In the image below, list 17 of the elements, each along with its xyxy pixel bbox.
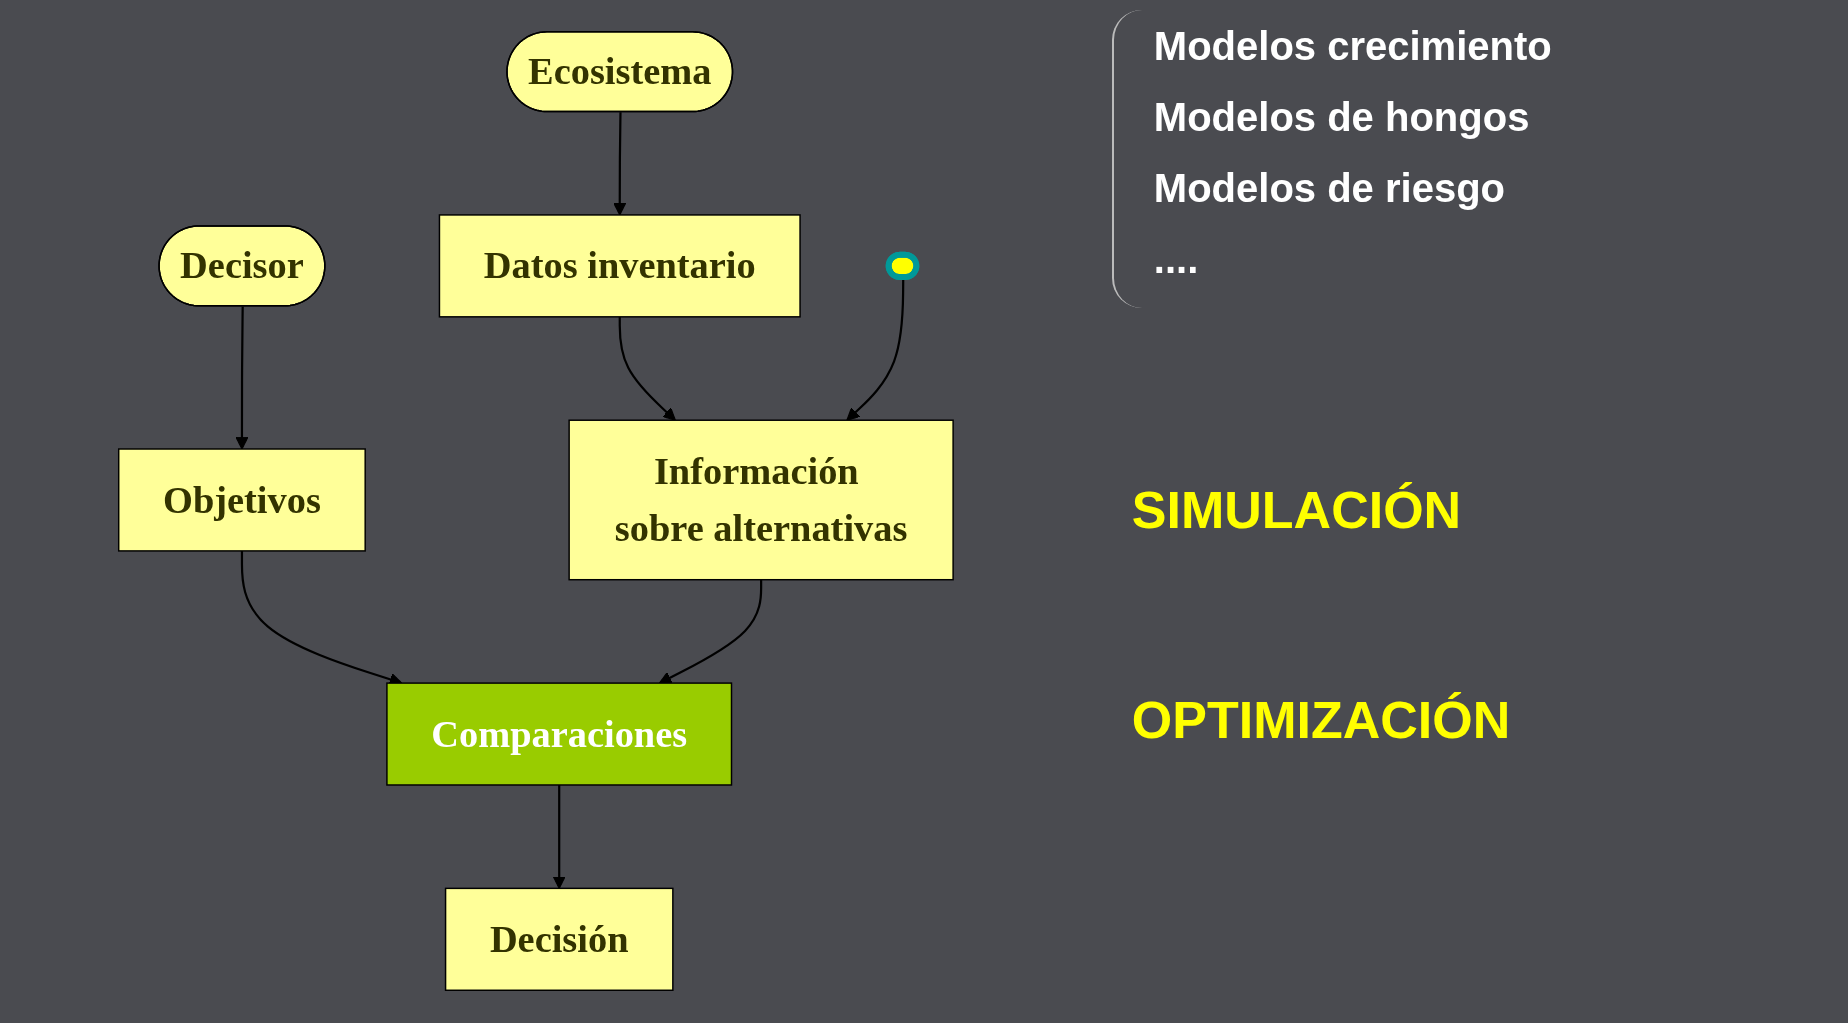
model-list-item: ....: [1153, 237, 1200, 282]
arrow: [613, 112, 627, 216]
node-box: Datos inventario: [438, 214, 801, 319]
arrow: [235, 306, 249, 451]
arrow: [618, 317, 676, 422]
stage-label: SIMULACIÓN: [1131, 480, 1462, 540]
node-box: Comparaciones: [386, 682, 733, 787]
model-list-item: Modelos de hongos: [1153, 95, 1531, 140]
arrow: [552, 785, 566, 890]
stage-label: OPTIMIZACIÓN: [1131, 690, 1511, 750]
model-list-item: Modelos de riesgo: [1153, 166, 1506, 211]
node-box: Decisión: [444, 888, 674, 992]
node-box: Objetivos: [118, 448, 366, 553]
node-box: Información sobre alternativas: [568, 419, 954, 581]
model-list-item: Modelos crecimiento: [1153, 24, 1552, 69]
arrow: [846, 278, 905, 422]
arrow: [658, 580, 763, 685]
